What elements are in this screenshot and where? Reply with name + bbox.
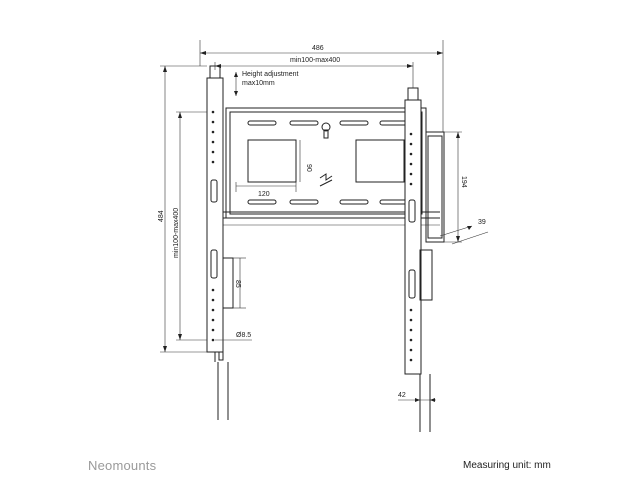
- rail-offset-label: 42: [398, 392, 406, 399]
- height-adjustment-line2: max10mm: [242, 80, 275, 87]
- measuring-unit-note: Measuring unit: mm: [463, 460, 551, 471]
- dimension-overall-width: 486: [199, 40, 444, 132]
- wall-plate-height-label: 194: [460, 176, 467, 188]
- wall-plate-hole-height-label: 90: [305, 164, 312, 172]
- dimension-rail-spacing-width: min100-max400: [214, 57, 414, 88]
- height-adjustment-line1: Height adjustment: [242, 71, 298, 78]
- dimension-depth: 39: [439, 219, 489, 245]
- dimension-rail-spacing-height: min100-max400: [173, 111, 207, 341]
- rail-spacing-width-label: min100-max400: [290, 57, 340, 64]
- wall-plate-cutout-left: [247, 139, 297, 183]
- rail-spacing-height-label: min100-max400: [173, 208, 180, 258]
- depth-label: 39: [478, 219, 486, 226]
- rail-slot-length-label: 85: [234, 280, 241, 288]
- wall-plate-hole-width-label: 120: [258, 191, 270, 198]
- height-adjustment-note: Height adjustment max10mm: [234, 71, 298, 96]
- overall-height-label: 484: [158, 210, 165, 222]
- right-rail-holes: [409, 132, 413, 362]
- left-rail-holes: [211, 110, 215, 342]
- dimension-rail-slot: 85: [233, 257, 246, 309]
- dimension-hole-diameter: Ø8.5: [215, 332, 252, 341]
- dimension-overall-height: 484: [158, 65, 207, 353]
- hole-diameter-label: Ø8.5: [236, 332, 251, 339]
- dimension-wall-plate-holes: 120 90: [235, 140, 312, 198]
- left-rail: [206, 65, 234, 420]
- brand-logo-text: Neomounts: [88, 458, 157, 473]
- wall-plate-slots-bottom: [247, 199, 409, 205]
- keyhole-icon: [321, 122, 331, 139]
- wall-plate: [214, 107, 445, 243]
- right-rail: [404, 87, 433, 432]
- overall-width-label: 486: [312, 45, 324, 52]
- wall-plate-cutout-right: [355, 139, 405, 183]
- brand-mark-icon: [319, 173, 333, 187]
- dimension-wall-plate-height: 194: [444, 131, 467, 243]
- dimension-rail-offset: 42: [398, 392, 436, 402]
- wall-plate-slots-top: [247, 120, 409, 126]
